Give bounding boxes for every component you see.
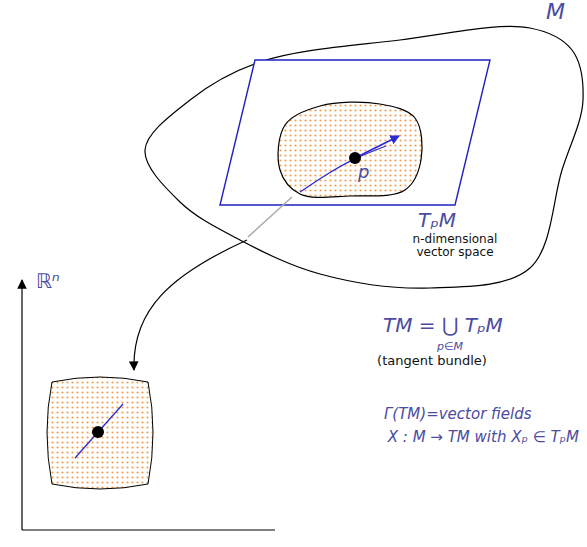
coordinate-patch-outline [278, 103, 423, 198]
y-axis [21, 280, 22, 530]
coordinate-patch: p [278, 103, 423, 198]
node-label: TₚM [418, 209, 456, 231]
manifold-region: pTₚMn-dimensional vector spaceM [135, 20, 587, 295]
manifold-region-shape [145, 26, 583, 288]
x-axis [22, 529, 275, 530]
definition: X : M → TM with Xₚ ∈ TₚM [388, 429, 579, 446]
subscript: p∈M [437, 341, 463, 353]
note: (tangent bundle) [372, 354, 492, 368]
curve [300, 146, 386, 192]
tangent-plane-shape [220, 60, 490, 205]
coordinate-patch-shape [278, 102, 422, 197]
node-label: p [358, 162, 369, 182]
space-label: ℝⁿ [36, 270, 60, 292]
node-note: n-dimensional vector space [405, 233, 505, 259]
node-label: M [546, 0, 565, 24]
formula: TM = ⋃ TₚM [383, 314, 503, 336]
tangent-plane: pTₚMn-dimensional vector space [220, 60, 490, 205]
chart-map-arrow [134, 240, 247, 370]
chart-patch [47, 377, 153, 489]
tangent-vector [355, 136, 399, 158]
chart-curve [75, 404, 123, 458]
chart-point [92, 426, 104, 438]
definition: Γ(TM)=vector fields [384, 406, 532, 423]
